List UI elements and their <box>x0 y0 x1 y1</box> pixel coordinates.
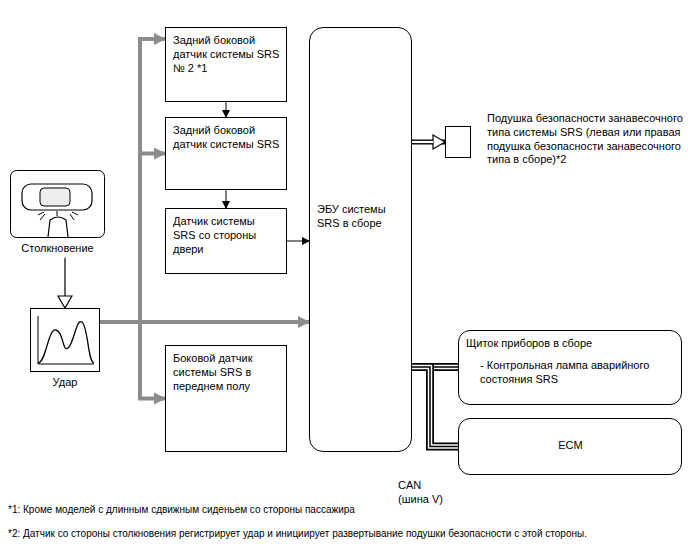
connector <box>226 102 227 117</box>
car-body <box>22 184 92 210</box>
node-label: Боковой датчик системы SRS в переднем по… <box>173 352 280 393</box>
node-label: Задний боковой датчик системы SRS <box>173 124 280 152</box>
flow-line <box>64 258 65 308</box>
node-label: ЭБУ системы SRS в сборе <box>317 203 405 231</box>
impact-curve <box>38 322 94 363</box>
connector <box>287 241 309 242</box>
process-box: Датчик системы SRS со стороны двери <box>165 208 287 274</box>
footnote: *1: Кроме моделей с длинным сдвижным сид… <box>8 503 683 516</box>
can-bus <box>412 367 458 447</box>
node-body: - Контрольная лампа аварийного состояния… <box>466 359 675 387</box>
process-box: Задний боковой датчик системы SRS № 2 *1 <box>165 27 287 102</box>
process-box: Задний боковой датчик системы SRS <box>165 117 287 190</box>
graph-illustration <box>30 308 100 372</box>
other-car <box>48 217 68 237</box>
process-box: ЭБУ системы SRS в сборе <box>309 27 412 452</box>
signal-line <box>287 241 309 242</box>
connector <box>226 190 227 208</box>
connector <box>100 154 165 323</box>
signal-line <box>226 102 227 117</box>
node-label: Удар <box>30 376 100 390</box>
airbag-illustration <box>445 126 471 158</box>
graph-node: Удар <box>30 308 100 390</box>
text-column: Подушка безопасности занавесочного типа … <box>487 112 683 167</box>
node-label: Подушка безопасности занавесочного типа … <box>487 112 683 167</box>
process-box: ECM <box>458 418 682 475</box>
connector <box>412 367 458 447</box>
car-roof <box>40 188 70 206</box>
car-illustration <box>10 170 105 238</box>
frame <box>31 309 100 372</box>
bus-label: CAN (шина V) <box>398 478 454 507</box>
axes <box>38 316 94 364</box>
impact-line <box>100 322 165 399</box>
airbag-box <box>446 127 471 158</box>
deploy-line-inner <box>412 141 433 143</box>
node-label: Датчик системы SRS со стороны двери <box>173 215 280 256</box>
footnote: *2: Датчик со стороны столкновения регис… <box>8 527 683 540</box>
deploy-line <box>412 140 445 145</box>
connector <box>100 322 165 399</box>
frame <box>11 171 105 238</box>
node-label: Столкновение <box>10 242 105 256</box>
impact-line <box>100 154 165 323</box>
airbag-node: Подушка безопасности занавесочного типа … <box>445 112 683 167</box>
signal-line <box>226 190 227 208</box>
node-label: ECM <box>466 439 675 453</box>
node-label: Задний боковой датчик системы SRS № 2 *1 <box>173 34 280 75</box>
connector <box>65 258 66 308</box>
impact-marks <box>38 211 78 220</box>
node-label: Щиток приборов в сборе <box>466 337 675 351</box>
can-bus-gap <box>412 367 458 447</box>
car-node: Столкновение <box>10 170 105 256</box>
can-bus-core <box>412 367 458 447</box>
impact-line <box>100 39 165 322</box>
process-box: Боковой датчик системы SRS в переднем по… <box>165 345 287 452</box>
process-box: Щиток приборов в сборе - Контрольная ламп… <box>458 330 682 405</box>
connector <box>100 39 165 322</box>
connector <box>412 142 445 143</box>
